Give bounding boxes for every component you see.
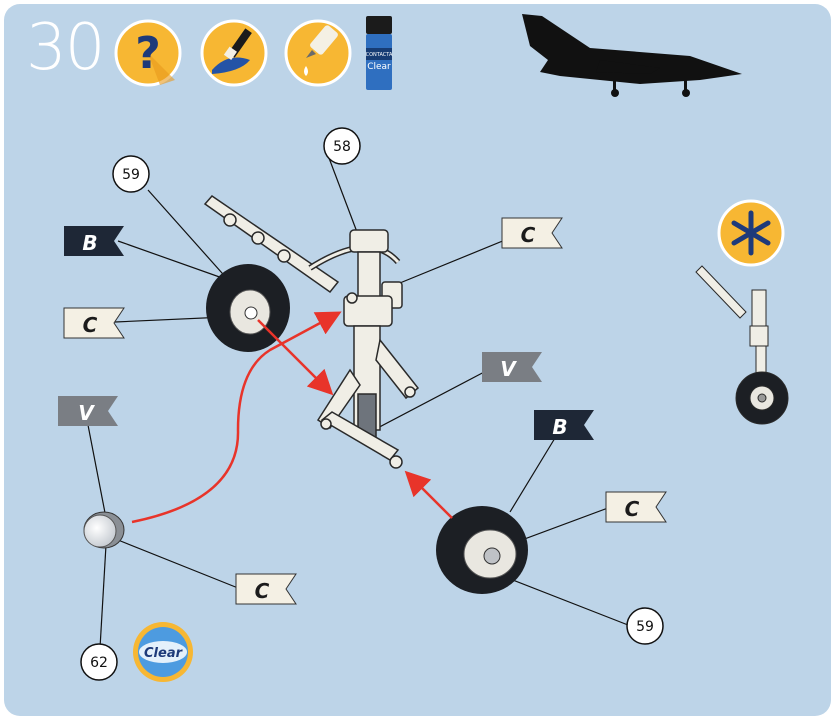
flag-left-b: B bbox=[64, 226, 124, 256]
svg-text:C: C bbox=[625, 497, 640, 521]
callout-62: 62 bbox=[80, 643, 118, 681]
svg-text:58: 58 bbox=[333, 139, 351, 155]
reference-gear-thumbnail bbox=[695, 265, 789, 425]
svg-text:59: 59 bbox=[636, 619, 654, 635]
svg-text:62: 62 bbox=[90, 655, 108, 671]
flag-left-c: C bbox=[63, 307, 125, 339]
svg-text:C: C bbox=[83, 313, 98, 337]
callout-59-left: 59 bbox=[112, 155, 150, 193]
svg-text:Clear: Clear bbox=[144, 646, 184, 661]
paintbrush-icon bbox=[200, 19, 268, 87]
callout-58: 58 bbox=[323, 127, 361, 165]
svg-text:V: V bbox=[78, 401, 95, 425]
right-wheel bbox=[436, 506, 528, 594]
svg-text:C: C bbox=[255, 579, 270, 603]
svg-text:C: C bbox=[521, 223, 536, 247]
callout-59-right: 59 bbox=[626, 607, 664, 645]
svg-text:B: B bbox=[552, 415, 567, 439]
landing-light-lens bbox=[83, 511, 125, 549]
clear-badge: Clear bbox=[133, 622, 193, 682]
flag-lower-c: C bbox=[235, 573, 297, 605]
flag-top-right-c: C bbox=[501, 217, 563, 249]
flag-right-b: B bbox=[534, 410, 594, 440]
svg-text:V: V bbox=[500, 357, 517, 381]
flag-left-v: V bbox=[58, 396, 118, 426]
svg-text:B: B bbox=[82, 231, 97, 255]
flag-right-c: C bbox=[605, 491, 667, 523]
asterisk-icon bbox=[717, 199, 785, 267]
bottle-brand: CONTACTA bbox=[366, 52, 393, 58]
flag-mid-v: V bbox=[482, 352, 542, 382]
step-number: 30 bbox=[26, 11, 105, 85]
svg-text:59: 59 bbox=[122, 167, 140, 183]
aircraft-silhouette-icon bbox=[522, 14, 742, 97]
bottle-label: Clear bbox=[367, 62, 391, 72]
glue-icon bbox=[284, 19, 352, 87]
landing-gear-strut bbox=[203, 195, 420, 469]
paint-bottle-icon: CONTACTA Clear bbox=[366, 16, 393, 90]
svg-text:?: ? bbox=[135, 28, 161, 79]
assembly-arrows bbox=[131, 311, 453, 524]
question-icon: ? bbox=[114, 19, 182, 87]
step-panel bbox=[4, 4, 831, 716]
